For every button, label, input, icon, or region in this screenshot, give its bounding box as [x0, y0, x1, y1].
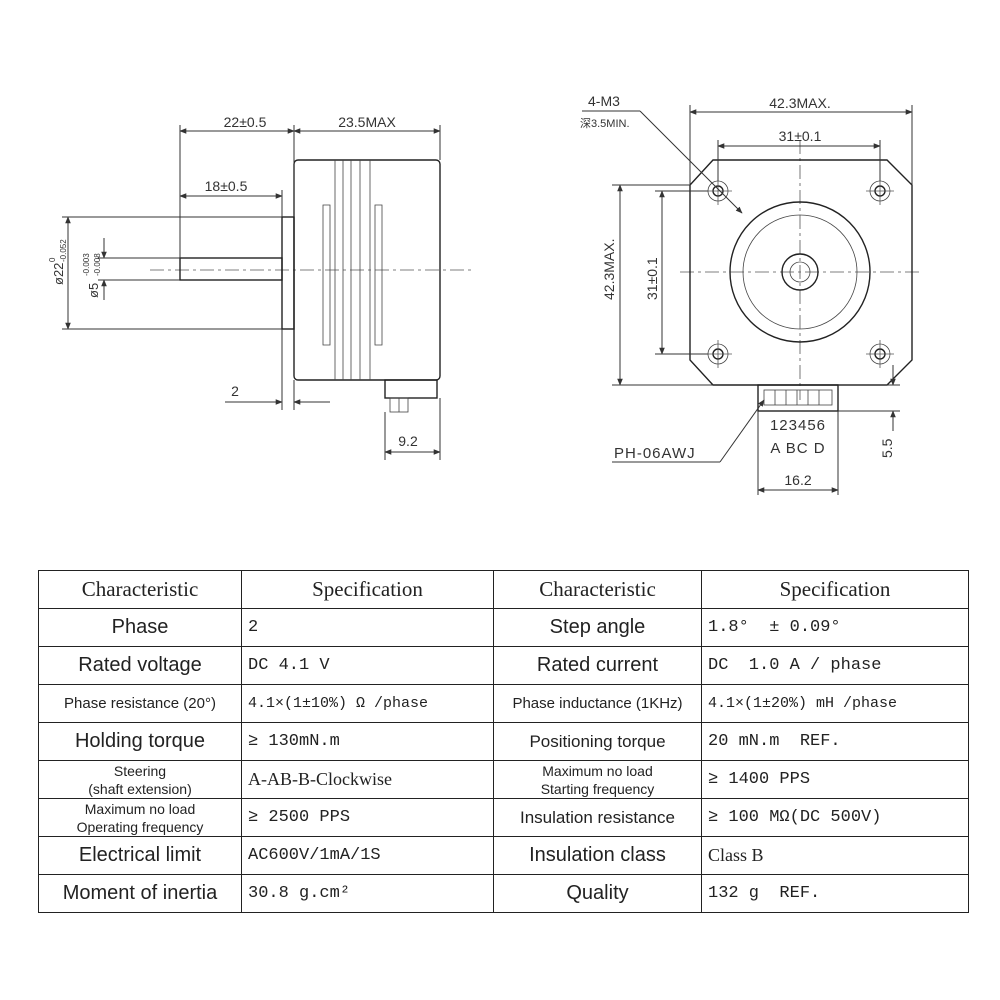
- spec-cell: 4.1×(1±10%) Ω /phase: [241, 684, 494, 723]
- spec-cell: Class B: [701, 836, 969, 875]
- dim-boss-diameter: ø22: [51, 263, 66, 285]
- char-cell: Rated current: [493, 646, 702, 685]
- spec-cell: A-AB-B-Clockwise: [241, 760, 494, 799]
- dim-shaft-tolerance-lower: -0.008: [93, 253, 102, 276]
- table-row: Rated voltage DC 4.1 V Rated current DC …: [38, 646, 969, 685]
- spec-cell: 132 g REF.: [701, 874, 969, 913]
- technical-drawing: 22±0.5 23.5MAX 18±0.5 ø22 0 -0.052 ø5 -0…: [48, 93, 920, 495]
- char-cell: Phase resistance (20°): [38, 684, 242, 723]
- table-header-row: Characteristic Specification Characteris…: [38, 570, 969, 609]
- char-cell: Holding torque: [38, 722, 242, 761]
- connector-phases: A BC D: [770, 440, 825, 457]
- dim-hole-spacing-h: 31±0.1: [779, 128, 822, 144]
- header-specification: Specification: [701, 570, 969, 609]
- dim-flat-length: 18±0.5: [205, 178, 248, 194]
- spec-cell: DC 4.1 V: [241, 646, 494, 685]
- table-row: Moment of inertia 30.8 g.cm² Quality 132…: [38, 874, 969, 913]
- dim-hole-spacing-v: 31±0.1: [644, 257, 660, 300]
- dim-boss-height: 2: [231, 383, 239, 399]
- char-cell: Step angle: [493, 608, 702, 647]
- char-line: Operating frequency: [76, 818, 204, 835]
- hole-depth: 深3.5MIN.: [580, 117, 630, 130]
- char-cell: Electrical limit: [38, 836, 242, 875]
- char-line: Steering: [113, 762, 167, 779]
- dim-shaft-diameter: ø5: [86, 283, 101, 298]
- char-line: (shaft extension): [88, 780, 192, 797]
- hole-spec: 4-M3: [588, 93, 620, 109]
- char-cell: Phase: [38, 608, 242, 647]
- char-line: Maximum no load: [84, 800, 196, 817]
- char-cell: Positioning torque: [493, 722, 702, 761]
- header-specification: Specification: [241, 570, 494, 609]
- spec-cell: ≥ 130mN.m: [241, 722, 494, 761]
- mounting-holes: [704, 177, 894, 368]
- spec-cell: ≥ 100 MΩ(DC 500V): [701, 798, 969, 837]
- dim-connector-depth: 9.2: [398, 433, 418, 449]
- table-row: Phase resistance (20°) 4.1×(1±10%) Ω /ph…: [38, 684, 969, 723]
- char-line: Starting frequency: [540, 780, 655, 797]
- table-row: Holding torque ≥ 130mN.m Positioning tor…: [38, 722, 969, 761]
- connector-pins: 123456: [770, 417, 826, 434]
- table-row: Phase 2 Step angle 1.8° ± 0.09°: [38, 608, 969, 647]
- front-view: 4-M3 深3.5MIN. 42.3MAX. 31±0.1 42.3MAX. 3…: [580, 93, 920, 495]
- header-characteristic: Characteristic: [493, 570, 702, 609]
- spec-cell: 4.1×(1±20%) mH /phase: [701, 684, 969, 723]
- spec-cell: 2: [241, 608, 494, 647]
- dim-width: 42.3MAX.: [769, 95, 830, 111]
- spec-cell: AC600V/1mA/1S: [241, 836, 494, 875]
- side-view: 22±0.5 23.5MAX 18±0.5 ø22 0 -0.052 ø5 -0…: [48, 114, 475, 460]
- spec-cell: DC 1.0 A / phase: [701, 646, 969, 685]
- char-cell: Insulation class: [493, 836, 702, 875]
- spec-cell: 1.8° ± 0.09°: [701, 608, 969, 647]
- dim-boss-tolerance-upper: 0: [48, 257, 57, 262]
- char-cell: Rated voltage: [38, 646, 242, 685]
- char-cell: Phase inductance (1KHz): [493, 684, 702, 723]
- dim-boss-tolerance-lower: -0.052: [59, 239, 68, 262]
- spec-cell: ≥ 2500 PPS: [241, 798, 494, 837]
- char-cell: Moment of inertia: [38, 874, 242, 913]
- connector-model: PH-06AWJ: [614, 445, 696, 462]
- dim-height: 42.3MAX.: [601, 239, 617, 300]
- char-cell: Insulation resistance: [493, 798, 702, 837]
- header-characteristic: Characteristic: [38, 570, 242, 609]
- spec-cell: 20 mN.m REF.: [701, 722, 969, 761]
- table-row: Steering(shaft extension) A-AB-B-Clockwi…: [38, 760, 969, 799]
- dim-body-length: 23.5MAX: [338, 114, 396, 130]
- char-cell: Steering(shaft extension): [38, 760, 242, 799]
- table-row: Electrical limit AC600V/1mA/1S Insulatio…: [38, 836, 969, 875]
- dim-shaft-tolerance-upper: -0.003: [82, 253, 91, 276]
- spec-cell: ≥ 1400 PPS: [701, 760, 969, 799]
- dim-shaft-length: 22±0.5: [224, 114, 267, 130]
- spec-cell: 30.8 g.cm²: [241, 874, 494, 913]
- char-cell: Quality: [493, 874, 702, 913]
- char-line: Maximum no load: [542, 762, 653, 779]
- dim-connector-height: 5.5: [879, 438, 895, 458]
- specification-table: Characteristic Specification Characteris…: [38, 570, 969, 913]
- dim-connector-width: 16.2: [784, 472, 811, 488]
